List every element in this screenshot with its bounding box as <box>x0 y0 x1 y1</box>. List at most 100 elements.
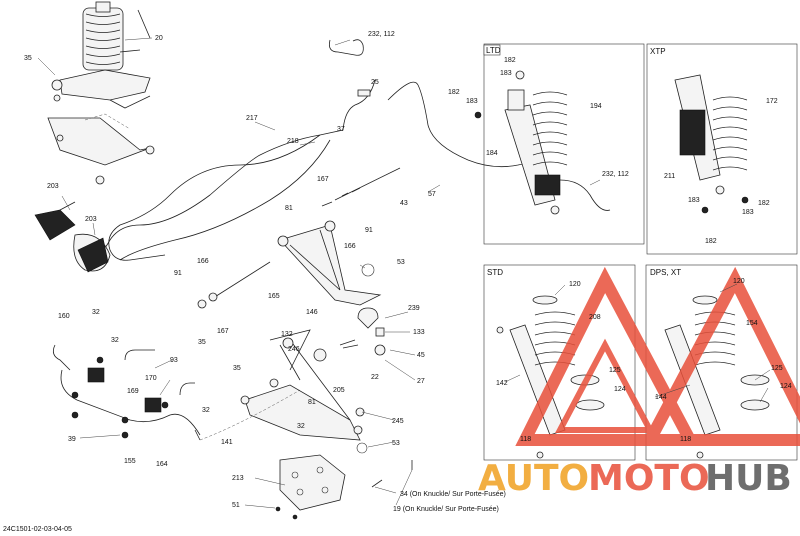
callout-32b: 32 <box>111 337 119 344</box>
callout-167b: 167 <box>217 328 229 335</box>
callout-184: 184 <box>486 150 498 157</box>
watermark-triangle-left-icon <box>515 266 700 446</box>
callout-182a: 182 <box>504 57 516 64</box>
callout-34: 34 (On Knuckle/ Sur Porte-Fusée) <box>400 491 506 498</box>
callout-93: 93 <box>170 357 178 364</box>
callout-217: 217 <box>246 115 258 122</box>
upper-a-arm <box>277 220 386 356</box>
callout-19: 19 (On Knuckle/ Sur Porte-Fusée) <box>393 506 499 513</box>
callout-120a: 120 <box>569 281 581 288</box>
callout-118a: 118 <box>520 436 531 443</box>
callout-91b: 91 <box>174 270 182 277</box>
callout-22: 22 <box>371 374 379 381</box>
callout-208: 208 <box>589 314 601 321</box>
callout-160: 160 <box>58 313 70 320</box>
callout-91a: 91 <box>365 227 373 234</box>
callout-144: 144 <box>655 394 667 401</box>
callout-169: 169 <box>127 388 139 395</box>
brake-lines <box>84 39 611 266</box>
callout-39: 39 <box>68 436 76 443</box>
callout-25: 25 <box>371 79 379 86</box>
callout-166a: 166 <box>344 243 356 250</box>
callout-172: 172 <box>766 98 778 105</box>
watermark: AUTO MOTO HUB <box>478 266 800 499</box>
callout-183d: 183 <box>742 209 754 216</box>
callout-205: 205 <box>333 387 345 394</box>
panel-ltd-tag <box>483 44 501 56</box>
ltd-shock <box>474 70 568 215</box>
callout-239: 239 <box>408 305 420 312</box>
callout-232a: 232, 112 <box>368 31 395 38</box>
callout-182d: 182 <box>705 238 717 245</box>
footer-code: 24C1501-02-03-04-05 <box>3 526 72 533</box>
leader-lines <box>37 37 771 509</box>
callout-141: 141 <box>221 439 233 446</box>
callout-125a: 125 <box>609 367 621 374</box>
callout-37: 37 <box>337 126 345 133</box>
callout-164: 164 <box>156 461 168 468</box>
callout-232b: 232, 112 <box>602 171 629 178</box>
callout-81a: 81 <box>285 205 293 212</box>
callout-120b: 120 <box>733 278 745 285</box>
callout-35a: 35 <box>24 55 32 62</box>
callout-35b: 35 <box>198 339 206 346</box>
callout-203a: 203 <box>47 183 59 190</box>
callout-32c: 32 <box>202 407 210 414</box>
panel-std-title: STD <box>487 268 503 277</box>
callout-53a: 53 <box>397 259 405 266</box>
callout-43: 43 <box>400 200 408 207</box>
callout-20: 20 <box>155 35 163 42</box>
callout-183c: 183 <box>688 197 700 204</box>
watermark-auto: AUTO <box>478 458 589 499</box>
callout-124b: 124 <box>780 383 792 390</box>
callout-132: 132 <box>281 331 293 338</box>
callout-211: 211 <box>664 173 675 180</box>
rear-shock-assembly <box>47 1 155 185</box>
callout-labels: 20 35 37 25 232, 112 217 218 203 203 167… <box>24 31 792 513</box>
callout-146: 146 <box>306 309 318 316</box>
brake-caliper <box>34 201 111 273</box>
panel-ltd-title: LTD <box>486 46 501 55</box>
panel-ltd-frame <box>483 43 645 245</box>
callout-246: 246 <box>288 346 300 353</box>
skid-plate <box>275 454 413 520</box>
watermark-hub: HUB <box>705 458 792 499</box>
lower-a-arm <box>199 329 368 454</box>
callout-35c: 35 <box>233 365 241 372</box>
callout-170: 170 <box>145 375 157 382</box>
panel-std-frame <box>483 264 636 461</box>
panel-xtp-title: XTP <box>650 47 666 56</box>
panel-xtp-frame <box>646 43 798 255</box>
callout-32a: 32 <box>92 309 100 316</box>
callout-57: 57 <box>428 191 436 198</box>
callout-183b: 183 <box>466 98 478 105</box>
callout-203b: 203 <box>85 216 97 223</box>
callout-53b: 53 <box>392 440 400 447</box>
watermark-triangle-right-icon <box>640 266 800 446</box>
callout-27: 27 <box>417 378 425 385</box>
callout-133: 133 <box>413 329 425 336</box>
callout-166b: 166 <box>197 258 209 265</box>
callout-167a: 167 <box>317 176 329 183</box>
callout-45: 45 <box>417 352 425 359</box>
callout-155: 155 <box>124 458 136 465</box>
callout-213: 213 <box>232 475 244 482</box>
callout-81b: 81 <box>308 399 316 406</box>
callout-182b: 182 <box>448 89 460 96</box>
callout-183a: 183 <box>500 70 512 77</box>
callout-154: 154 <box>746 320 758 327</box>
watermark-moto: MOTO <box>588 458 710 499</box>
callout-51: 51 <box>232 502 240 509</box>
xtp-shock <box>674 74 749 214</box>
callout-182c: 182 <box>758 200 770 207</box>
callout-142: 142 <box>496 380 508 387</box>
callout-125b: 125 <box>771 365 783 372</box>
callout-165: 165 <box>268 293 280 300</box>
callout-32d: 32 <box>297 423 305 430</box>
callout-218: 218 <box>287 138 299 145</box>
callout-194: 194 <box>590 103 602 110</box>
dps-shock <box>664 295 770 459</box>
callout-124a: 124 <box>614 386 626 393</box>
